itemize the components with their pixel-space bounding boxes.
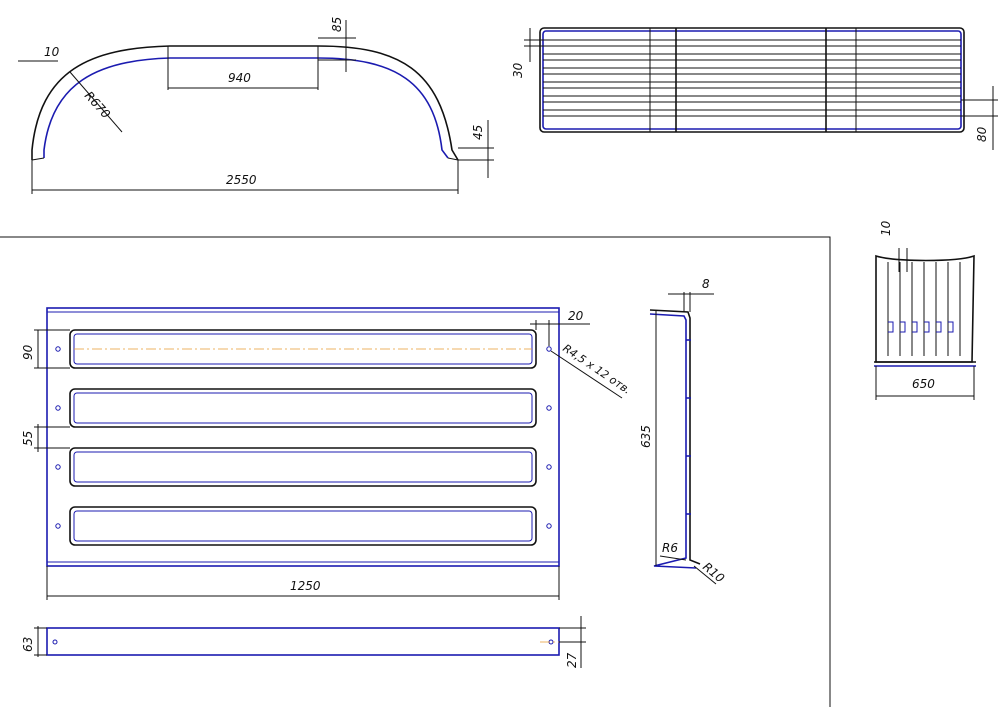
fender-radius-leader — [69, 71, 123, 133]
strip-view: 63 27 — [21, 616, 586, 668]
fender-side-view: 940 10 R670 85 45 2550 — [18, 17, 494, 194]
top-view-inner-outline — [542, 30, 962, 130]
dim-fender-drop: 85 — [330, 17, 344, 32]
dim-fender-lip: 45 — [471, 125, 485, 140]
panel-rib-1 — [69, 329, 537, 369]
strip-outline — [46, 627, 560, 656]
panel-rib-4 — [69, 506, 537, 546]
panel-rib-2-inner — [73, 392, 533, 424]
profile-outer — [649, 309, 701, 565]
strip-hole-left — [52, 639, 58, 645]
dim-end-view-thickness: 10 — [879, 220, 893, 236]
dim-profile-inner-radius: R6 — [662, 541, 678, 555]
fender-left-lip — [31, 157, 45, 161]
panel-rib-4-inner — [73, 510, 533, 542]
dim-profile-flange: 8 — [702, 277, 710, 291]
dim-profile-height: 635 — [639, 425, 653, 448]
profile-inner — [649, 313, 697, 569]
panel-holes — [55, 346, 552, 529]
dim-panel-hole-note: R4,5 x 12 отв. — [560, 342, 633, 397]
dim-top-view-width: 80 — [975, 126, 989, 142]
end-view-outline — [875, 254, 975, 363]
dim-fender-flat: 940 — [228, 71, 251, 85]
dim-panel-hole-offset: 20 — [568, 309, 584, 323]
panel-hole-leader — [550, 350, 623, 399]
panel-rib-2 — [69, 388, 537, 428]
dim-strip-hole-offset: 27 — [565, 652, 579, 668]
fender-outer-contour — [31, 45, 459, 161]
dim-end-view-width: 650 — [912, 377, 935, 391]
top-view-ribs — [543, 39, 961, 117]
fender-inner-contour — [43, 57, 449, 159]
panel-outline — [46, 307, 560, 567]
dim-fender-thickness: 10 — [44, 45, 60, 59]
profile-inner-radius-leader — [659, 555, 687, 561]
dim-top-view-rib: 30 — [511, 62, 525, 78]
end-view-ribs — [887, 262, 961, 356]
dim-panel-rib-height: 90 — [21, 344, 35, 360]
panel-profile-view: 8 635 R6 R10 — [639, 277, 727, 586]
top-view-outline — [539, 27, 965, 133]
profile-rib-marks — [686, 339, 691, 515]
panel-rib-3 — [69, 447, 537, 487]
dim-fender-length: 2550 — [226, 173, 257, 187]
end-view-notches — [888, 321, 954, 333]
sheet-frame — [0, 236, 831, 707]
fender-end-view: 10 650 — [874, 220, 976, 400]
fender-right-lip — [447, 157, 459, 161]
dim-panel-rib-gap: 55 — [21, 431, 35, 446]
dim-strip-height: 63 — [21, 637, 35, 652]
dim-panel-length: 1250 — [290, 579, 321, 593]
panel-rib-3-inner — [73, 451, 533, 483]
profile-outer-radius-leader — [693, 565, 717, 585]
flat-panel-view: 90 55 20 R4,5 x 12 отв. 1250 — [21, 307, 633, 600]
fender-top-view: 30 80 — [511, 27, 998, 150]
